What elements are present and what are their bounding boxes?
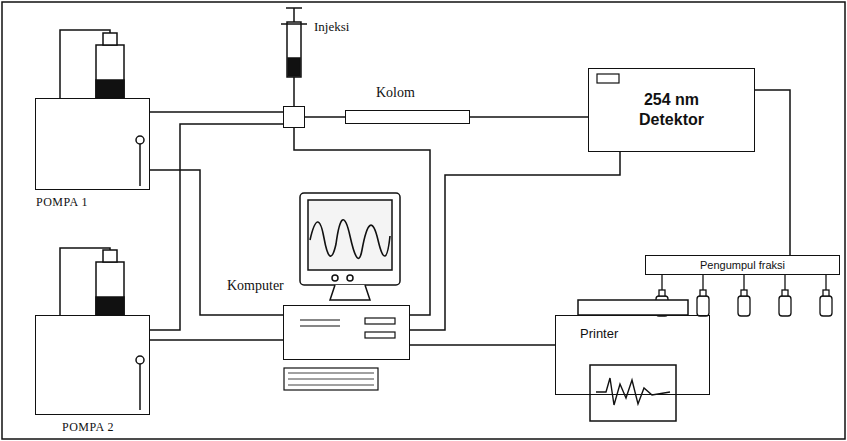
tube-connector	[755, 90, 790, 255]
detector-box: 254 nm Detektor	[588, 68, 755, 152]
pump-box: POMPA 1	[35, 98, 150, 190]
node-label: POMPA 1	[36, 195, 88, 210]
text-holder: Pengumpul fraksi	[646, 256, 839, 274]
printer: Printer	[555, 315, 710, 395]
tube-connector	[150, 124, 283, 330]
syringe	[281, 8, 307, 106]
detector-slot	[597, 74, 619, 83]
solvent-bottle	[60, 248, 144, 410]
text-holder: 254 nm Detektor	[589, 69, 754, 151]
tube-connector	[470, 116, 588, 118]
node-label: Kolom	[376, 85, 415, 101]
tube-connector	[150, 111, 283, 113]
tube-connector	[150, 339, 283, 341]
printer-body	[578, 300, 688, 421]
node-label: Pengumpul fraksi	[700, 259, 785, 271]
tube-connector	[410, 152, 620, 330]
monitor	[300, 193, 400, 300]
injector-valve: Injeksi	[283, 106, 305, 128]
column-tube: Kolom	[345, 110, 470, 124]
keyboard	[284, 318, 395, 390]
node-label: Printer	[580, 326, 709, 341]
fraction-collector: Pengumpul fraksi	[645, 255, 840, 275]
node-label: Injeksi	[314, 19, 349, 35]
keyboard-keys	[288, 373, 374, 385]
solvent-bottle	[60, 30, 144, 186]
pump-box: POMPA 2	[35, 315, 150, 415]
tube-connector	[150, 170, 283, 315]
tube-connector	[305, 116, 345, 118]
computer-unit: Komputer	[283, 305, 410, 360]
tube-connector	[410, 344, 555, 346]
tube-connector	[294, 128, 430, 315]
node-label: POMPA 2	[62, 420, 114, 435]
text-holder: Printer	[556, 316, 709, 341]
node-label: 254 nm Detektor	[631, 90, 713, 130]
node-label: Komputer	[227, 278, 284, 294]
